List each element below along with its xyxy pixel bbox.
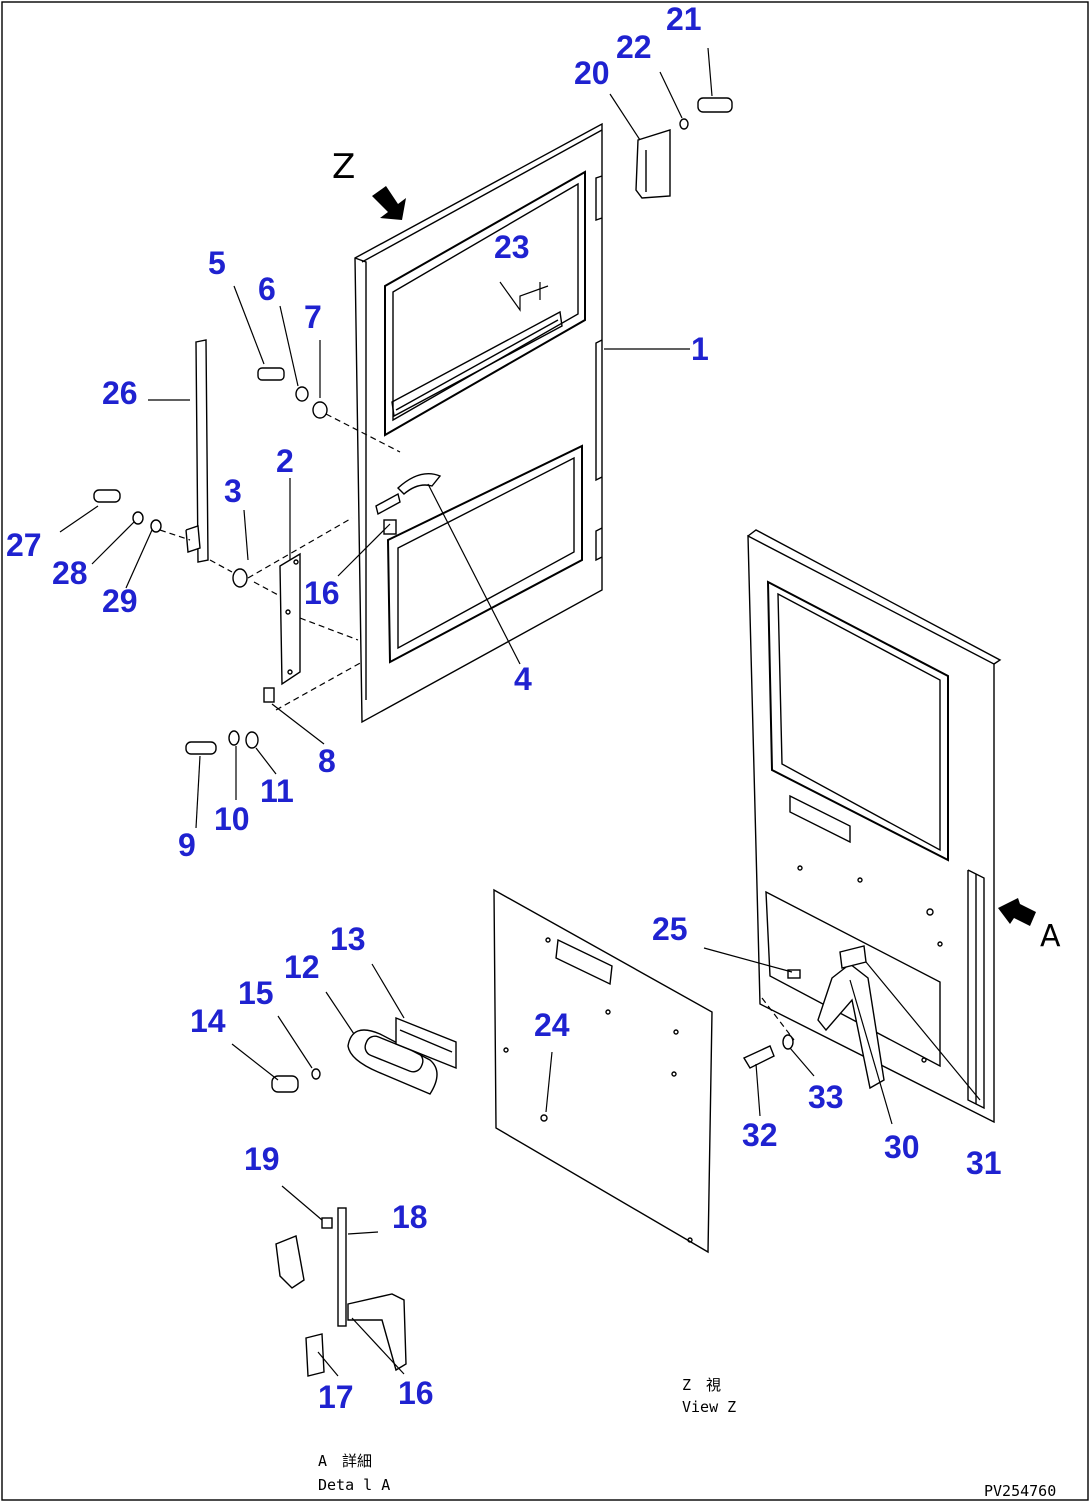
callout-21: 21 xyxy=(666,1,702,37)
pin-part-3 xyxy=(209,517,359,641)
callout-16-upper: 16 xyxy=(304,575,340,611)
callout-24: 24 xyxy=(534,1007,570,1043)
callout-numbers: 1 2 3 4 5 6 7 8 9 10 11 12 13 14 15 16 1… xyxy=(6,1,1002,1415)
callout-4: 4 xyxy=(514,661,532,697)
callout-28: 28 xyxy=(52,555,88,591)
callout-13: 13 xyxy=(330,921,366,957)
note-view-z-jp: Z 視 xyxy=(682,1376,721,1394)
note-view-z-en: View Z xyxy=(682,1398,736,1416)
callout-23: 23 xyxy=(494,229,530,265)
door-striker-group xyxy=(275,1207,407,1377)
callout-30: 30 xyxy=(884,1129,920,1165)
bolt-assembly-left xyxy=(93,489,191,541)
interior-trim-panel xyxy=(493,888,713,1254)
view-marker-z: Z xyxy=(332,147,355,187)
callout-11: 11 xyxy=(260,773,294,809)
callout-17: 17 xyxy=(318,1379,354,1415)
handle-escutcheon-group xyxy=(271,1016,457,1095)
callout-29: 29 xyxy=(102,583,138,619)
view-marker-a: A xyxy=(1040,919,1061,954)
callout-25: 25 xyxy=(652,911,688,947)
hinge-plate xyxy=(279,552,301,686)
view-arrow-z xyxy=(372,186,406,220)
callout-32: 32 xyxy=(742,1117,778,1153)
door-rod xyxy=(185,339,209,563)
callout-9: 9 xyxy=(178,827,196,863)
door-panel-rear xyxy=(747,529,1002,1124)
callout-16-lower: 16 xyxy=(398,1375,434,1411)
callout-6: 6 xyxy=(258,271,276,307)
callout-5: 5 xyxy=(208,245,226,281)
callout-15: 15 xyxy=(238,975,274,1011)
callout-8: 8 xyxy=(318,743,336,779)
callout-26: 26 xyxy=(102,375,138,411)
rear-bracket xyxy=(817,945,981,1101)
callout-14: 14 xyxy=(190,1003,226,1039)
note-detail-a-en: Deta l A xyxy=(318,1476,390,1494)
bolt-assembly-lower xyxy=(185,661,363,755)
callout-leaders xyxy=(59,47,893,1377)
callout-3: 3 xyxy=(224,473,242,509)
callout-19: 19 xyxy=(244,1141,280,1177)
door-panel-front xyxy=(354,122,603,724)
callout-27: 27 xyxy=(6,527,42,563)
view-arrow-a xyxy=(998,898,1036,926)
callout-33: 33 xyxy=(808,1079,844,1115)
drawing-code: PV254760 xyxy=(984,1482,1056,1500)
bolt-assembly-upper xyxy=(257,367,401,453)
callout-2: 2 xyxy=(276,443,294,479)
view-notes: Z 視 View Z A 詳細 Deta l A PV254760 xyxy=(318,1376,1056,1500)
rear-screws xyxy=(742,969,801,1069)
callout-10: 10 xyxy=(214,801,250,837)
callout-31: 31 xyxy=(966,1145,1002,1181)
note-detail-a-jp: A 詳細 xyxy=(318,1452,372,1470)
callout-12: 12 xyxy=(284,949,320,985)
callout-7: 7 xyxy=(304,299,322,335)
upper-bracket xyxy=(635,97,733,199)
callout-1: 1 xyxy=(691,331,709,367)
callout-22: 22 xyxy=(616,29,652,65)
callout-20: 20 xyxy=(574,55,610,91)
callout-18: 18 xyxy=(392,1199,428,1235)
